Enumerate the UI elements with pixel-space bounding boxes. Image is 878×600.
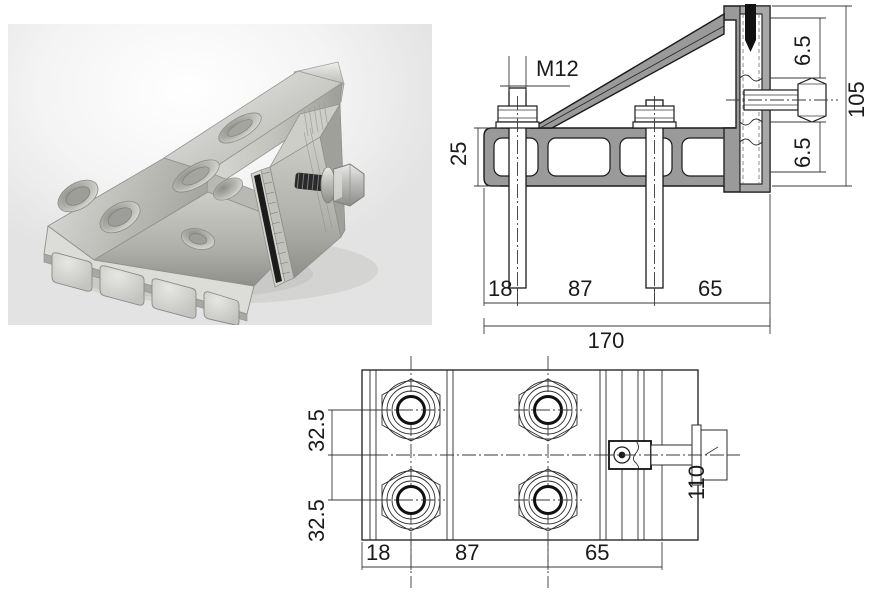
plan-dim-18-label: 18	[366, 540, 390, 565]
plan-dim-chain-bottom: 18 87 65	[361, 540, 663, 570]
bottom-plan-view: .pln {stroke:#1a1a1a; stroke-width:1.3; …	[304, 356, 740, 588]
dim-6_5-lower-label: 6.5	[790, 137, 815, 168]
dim-25-label: 25	[446, 142, 471, 166]
dim-32_5-lower-label: 32.5	[304, 499, 329, 542]
bolt-top-view	[514, 468, 582, 532]
dim-32_5-lower: 32.5	[304, 455, 386, 542]
dim-6_5-upper-label: 6.5	[790, 35, 815, 66]
product-photo	[8, 24, 432, 325]
plan-dim-87-label: 87	[455, 540, 479, 565]
dim-32_5-upper-label: 32.5	[304, 409, 329, 452]
dim-m12-label: M12	[536, 56, 579, 81]
base-profile-section	[483, 127, 755, 187]
bolt-top-view	[514, 378, 582, 442]
dim-105: 105	[772, 5, 869, 187]
tslot-bolt-detail	[726, 4, 838, 185]
horizontal-bolt	[726, 77, 838, 123]
dim-105-label: 105	[844, 81, 869, 118]
diagonal-gusset	[529, 12, 725, 129]
m12-bolt-left	[495, 87, 540, 300]
side-bolt-plan	[600, 424, 740, 486]
dim-110: 110	[684, 446, 719, 500]
dim-chain-bottom: 18 87 65 170	[483, 188, 771, 352]
plan-dim-65-label: 65	[585, 540, 609, 565]
dim-110-label: 110	[684, 465, 709, 500]
bolt-top-views	[377, 378, 582, 532]
dim-6_5-upper: 6.5	[770, 17, 826, 79]
m12-bolt-right	[632, 96, 677, 300]
dim-170-label: 170	[588, 328, 625, 352]
product-photo-image	[8, 24, 432, 325]
dim-87-label: 87	[568, 276, 592, 301]
dim-18-label: 18	[488, 276, 512, 301]
dim-32_5-upper: 32.5	[304, 409, 386, 456]
dim-25: 25	[446, 127, 500, 187]
bolt-top-view	[377, 468, 445, 532]
dim-65-label: 65	[698, 276, 722, 301]
dim-6_5-lower: 6.5	[770, 121, 826, 173]
side-section-view: .ln {stroke:#1a1a1a; stroke-width:1.4; f…	[446, 4, 869, 352]
bolt-top-view	[377, 378, 445, 442]
dim-m12: M12	[500, 56, 579, 92]
